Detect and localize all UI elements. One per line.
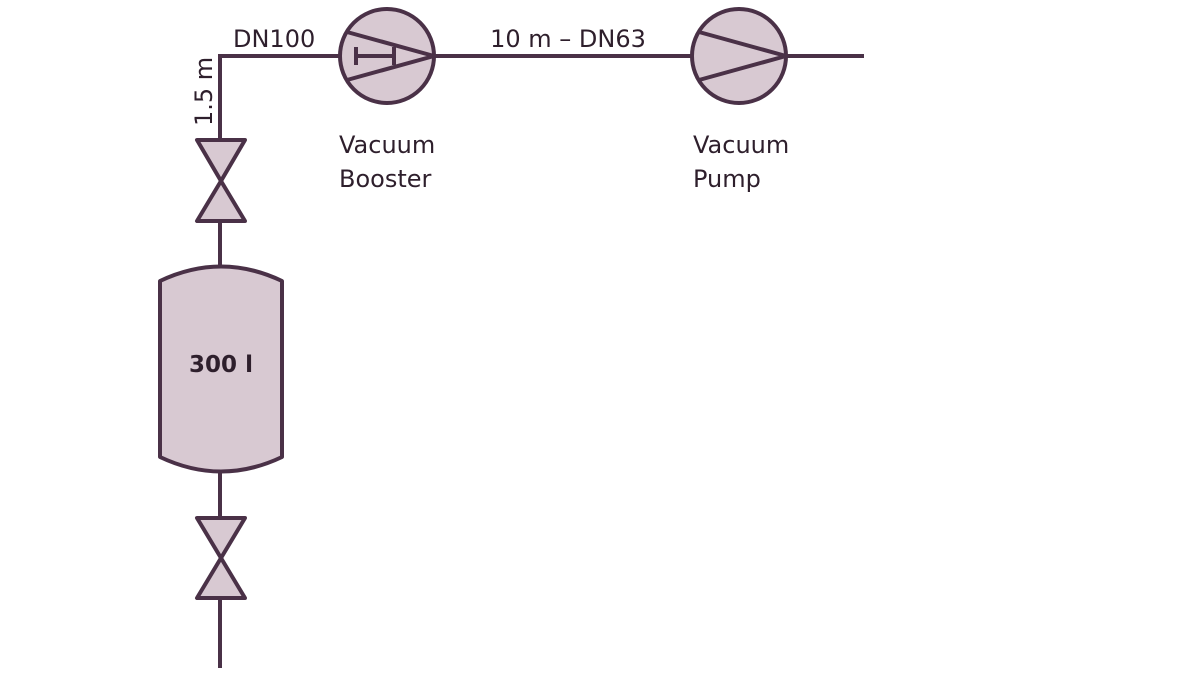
- bottom-valve: [195, 516, 247, 600]
- vacuum-booster: [338, 7, 436, 105]
- suction-pipe: [218, 54, 340, 140]
- vacuum-booster-label-line2: Booster: [339, 165, 432, 193]
- top-valve: [195, 138, 247, 223]
- pipework: [218, 54, 864, 668]
- bottom-valve-upper-triangle: [195, 516, 247, 560]
- top-valve-lower-triangle: [195, 179, 247, 223]
- suction-diameter-label: DN100: [233, 25, 315, 53]
- connecting-line-label: 10 m – DN63: [490, 25, 646, 53]
- bottom-valve-lower-triangle: [195, 556, 247, 600]
- vacuum-booster-rotor-mark: [354, 47, 396, 65]
- vacuum-pump: [690, 7, 788, 105]
- vacuum-booster-label-line1: Vacuum: [339, 131, 435, 159]
- suction-length-label: 1.5 m: [190, 57, 218, 126]
- vacuum-booster-wedge: [346, 30, 436, 82]
- vacuum-pump-wedge: [698, 30, 788, 82]
- tank: 300 l: [158, 264, 284, 474]
- vacuum-pump-symbol: [690, 7, 788, 105]
- vacuum-pump-label-line2: Pump: [693, 165, 761, 193]
- vacuum-pump-label-line1: Vacuum: [693, 131, 789, 159]
- tank-volume-label: 300 l: [189, 352, 253, 378]
- tank-body: [158, 264, 284, 474]
- top-valve-upper-triangle: [195, 138, 247, 183]
